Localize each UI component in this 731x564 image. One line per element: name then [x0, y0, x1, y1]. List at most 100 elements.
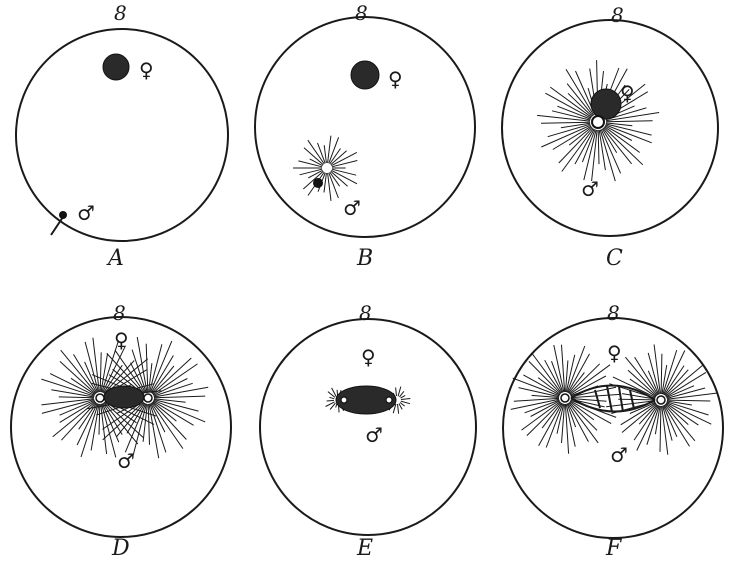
panel-label: C [606, 246, 623, 271]
aster-ray [147, 403, 150, 445]
aster-ray [605, 112, 660, 122]
aster-ray [153, 399, 206, 423]
centrosome-left [95, 393, 105, 403]
aster-ray [329, 148, 341, 165]
aster-ray [629, 401, 656, 414]
aster-ray [545, 92, 592, 119]
aster-ray [92, 337, 100, 393]
aster-ray [145, 343, 149, 393]
aster-ray [544, 359, 563, 393]
aster-ray [530, 400, 560, 417]
aster-ray [618, 398, 656, 401]
aster-ray [552, 125, 592, 150]
aster-ray [538, 402, 563, 446]
aster-ray [568, 401, 598, 431]
aster-ray [561, 403, 565, 444]
aster-ray [574, 128, 595, 165]
aster-ray [124, 403, 147, 453]
aster-ray [90, 403, 100, 451]
aster-ray [570, 393, 620, 399]
female-pronucleus [102, 53, 130, 81]
aster-ray [80, 403, 99, 458]
aster-ray [581, 129, 596, 163]
aster-ray [330, 170, 348, 187]
aster-ray [605, 123, 652, 136]
aster-ray [666, 385, 695, 399]
aster-ray [513, 397, 560, 402]
aster-ray [662, 405, 678, 437]
aster-ray [561, 128, 594, 172]
aster-ray [583, 129, 597, 181]
aster-ray [553, 344, 565, 393]
aster-ray [524, 399, 560, 414]
aster-ray [627, 369, 657, 397]
aster-ray [551, 361, 564, 393]
aster-ray [51, 389, 95, 398]
aster-ray [328, 172, 339, 199]
aster-ray [102, 364, 123, 394]
panel-f: 8 ♀ ♂ F [502, 301, 724, 561]
aster-ray [400, 400, 411, 405]
aster-ray [151, 365, 175, 394]
aster-ray [397, 386, 402, 397]
aster-ray [331, 168, 357, 176]
aster-ray [598, 129, 606, 171]
aster-ray [528, 361, 562, 395]
aster-ray [41, 398, 95, 406]
aster-ray [323, 145, 327, 164]
aster-ray [151, 402, 187, 440]
aster-ray [59, 400, 96, 423]
aster-ray [392, 403, 397, 414]
aster-ray [568, 126, 593, 146]
female-pronucleus [590, 88, 622, 120]
male-symbol: ♂ [77, 201, 95, 225]
female-symbol: ♀ [388, 67, 403, 91]
aster-ray [566, 403, 577, 428]
panel-number: 8 [114, 1, 127, 25]
aster-ray [666, 392, 717, 400]
aster-ray [601, 128, 618, 153]
female-symbol: ♀ [607, 341, 622, 365]
aster-ray [102, 402, 123, 435]
aster-ray [621, 403, 657, 433]
centrosome-right [143, 393, 153, 403]
female-symbol: ♀ [361, 345, 376, 369]
aster-ray [102, 401, 144, 441]
aster-ray [49, 373, 95, 396]
male-symbol: ♂ [117, 449, 135, 473]
panel-number: 8 [607, 301, 620, 325]
aster-ray [620, 402, 657, 426]
aster-ray [329, 396, 335, 400]
aster-ray [558, 127, 593, 164]
aster-ray [647, 370, 660, 395]
aster-ray [329, 402, 336, 410]
panel-a: 8 ♀ ♂ A [15, 1, 229, 271]
male-pronucleus [313, 178, 323, 188]
aster-ray [602, 127, 632, 165]
aster-ray [654, 405, 661, 435]
aster-ray [565, 403, 576, 447]
aster-ray [148, 403, 160, 459]
aster-ray [568, 363, 601, 395]
aster-ray [329, 171, 341, 187]
centrosome-left [560, 393, 570, 403]
centrosome-right [385, 396, 393, 404]
aster-ray [307, 169, 323, 179]
aster-ray [569, 401, 595, 421]
aster-ray [399, 390, 405, 398]
aster-ray [84, 341, 99, 393]
aster-ray [150, 403, 166, 433]
panel-e: 8 ♀ ♂ E [259, 301, 477, 561]
sperm-aster [293, 135, 358, 201]
aster-ray [150, 402, 184, 449]
aster-ray [126, 402, 146, 434]
aster-ray [600, 129, 622, 174]
panel-number: 8 [611, 3, 624, 27]
panel-number: 8 [355, 1, 368, 25]
panel-d: 8 ♀ ♂ D [10, 301, 232, 561]
aster-ray [605, 122, 633, 127]
aster-ray [152, 363, 198, 396]
aster-ray [153, 386, 209, 398]
aster-ray [153, 382, 193, 397]
aster-ray [98, 403, 101, 435]
